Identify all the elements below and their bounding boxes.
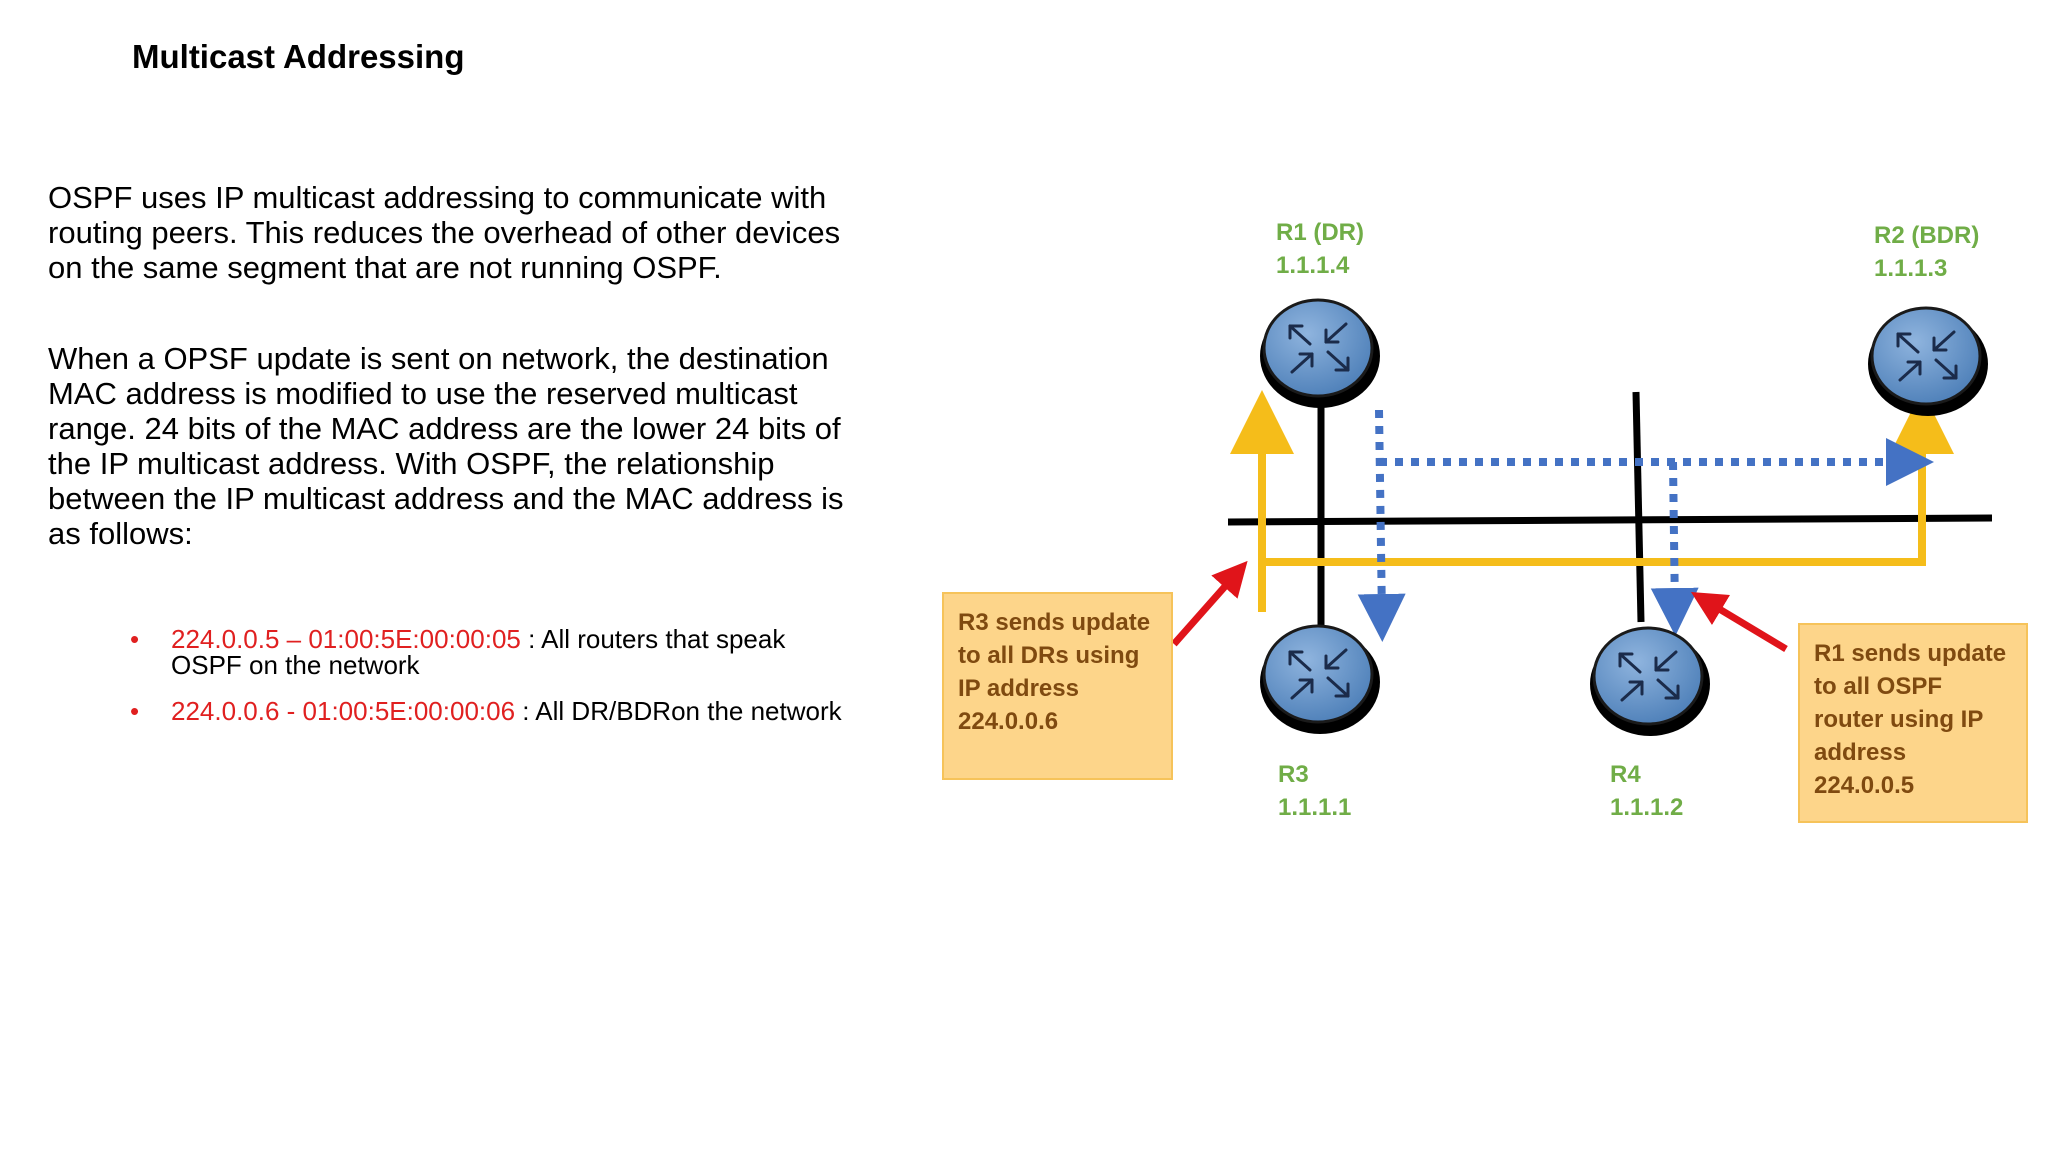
multicast-mapping: 224.0.0.6 - 01:00:5E:00:00:06 [171,696,516,726]
list-item: • 224.0.0.5 – 01:00:5E:00:00:05 : All ro… [130,626,850,678]
router-icon [1258,298,1382,410]
router-r4-name: R4 [1610,761,1641,788]
router-r3-ip: 1.1.1.1 [1278,794,1351,821]
router-r1-ip: 1.1.1.4 [1276,252,1350,279]
r1-update-callout: R1 sends update to all OSPF router using… [1798,623,2028,823]
page-title: Multicast Addressing [132,38,465,75]
r4-link-line [1632,391,1645,623]
list-item: • 224.0.0.6 - 01:00:5E:00:00:06 : All DR… [130,698,850,724]
multicast-description: : All DR/BDRon the network [515,696,842,726]
intro-paragraph: OSPF uses IP multicast addressing to com… [48,180,841,285]
router-r2-name: R2 (BDR) [1874,222,1979,249]
router-r1-name: R1 (DR) [1276,219,1364,246]
bullet-icon: • [130,624,140,654]
multicast-bullet-list: • 224.0.0.5 – 01:00:5E:00:00:05 : All ro… [130,626,850,744]
router-r3-name: R3 [1278,761,1309,788]
router-icon [1258,624,1382,736]
r3-callout-pointer [1171,560,1248,647]
multicast-mapping: 224.0.0.5 – 01:00:5E:00:00:05 [171,624,521,654]
router-r2-ip: 1.1.1.3 [1874,255,1947,282]
router-r4-ip: 1.1.1.2 [1610,794,1683,821]
mac-mapping-paragraph: When a OPSF update is sent on network, t… [48,341,844,551]
r3-update-callout: R3 sends update to all DRs using IP addr… [942,592,1173,780]
r1-callout-pointer [1690,591,1788,653]
bullet-icon: • [130,696,140,726]
router-icon [1588,626,1712,738]
network-segment-line [1227,514,1993,526]
multicast-description: : All routers that speak OSPF on the net… [171,624,786,680]
r1-update-path-r4 [1650,461,1699,636]
r3-update-bus [1262,390,1954,566]
router-icon [1866,306,1990,418]
r1-update-path-down [1357,409,1406,642]
